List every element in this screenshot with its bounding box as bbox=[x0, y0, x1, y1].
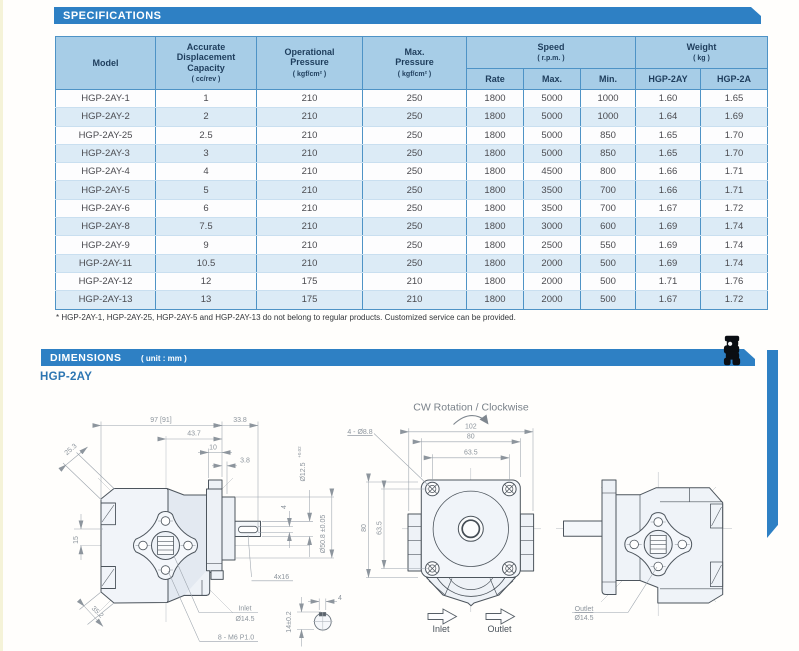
svg-text:8 - M6 P1.0: 8 - M6 P1.0 bbox=[218, 635, 254, 642]
svg-text:Outlet: Outlet bbox=[575, 606, 594, 613]
svg-text:63.5: 63.5 bbox=[377, 521, 384, 535]
svg-text:Inlet: Inlet bbox=[432, 624, 450, 634]
svg-text:4 - Ø8.8: 4 - Ø8.8 bbox=[347, 429, 372, 436]
svg-text:Ø14.5: Ø14.5 bbox=[235, 616, 254, 623]
svg-text:97 [91]: 97 [91] bbox=[150, 417, 171, 424]
svg-text:80: 80 bbox=[361, 524, 368, 532]
svg-text:35.2: 35.2 bbox=[90, 605, 105, 620]
svg-text:3.8: 3.8 bbox=[240, 458, 250, 465]
svg-text:+0.02: +0.02 bbox=[297, 446, 302, 458]
svg-text:33.8: 33.8 bbox=[233, 417, 247, 424]
svg-text:Ø12.5: Ø12.5 bbox=[300, 462, 307, 481]
svg-text:43.7: 43.7 bbox=[187, 431, 201, 438]
svg-text:63.5: 63.5 bbox=[464, 450, 478, 457]
svg-text:Ø50.8 ±0.05: Ø50.8 ±0.05 bbox=[320, 515, 327, 554]
svg-text:80: 80 bbox=[467, 434, 475, 441]
svg-text:Ø14.5: Ø14.5 bbox=[574, 615, 593, 622]
svg-text:10: 10 bbox=[209, 445, 217, 452]
svg-text:Outlet: Outlet bbox=[487, 624, 512, 634]
svg-text:4: 4 bbox=[281, 505, 288, 509]
svg-text:CW Rotation / Clockwise: CW Rotation / Clockwise bbox=[413, 402, 529, 414]
svg-text:Inlet: Inlet bbox=[238, 606, 251, 613]
svg-text:102: 102 bbox=[465, 424, 477, 431]
svg-text:14±0.2: 14±0.2 bbox=[286, 611, 293, 632]
svg-text:15: 15 bbox=[73, 536, 80, 544]
svg-text:4: 4 bbox=[338, 595, 342, 602]
svg-text:25.3: 25.3 bbox=[64, 443, 79, 457]
svg-text:4x16: 4x16 bbox=[274, 574, 289, 581]
